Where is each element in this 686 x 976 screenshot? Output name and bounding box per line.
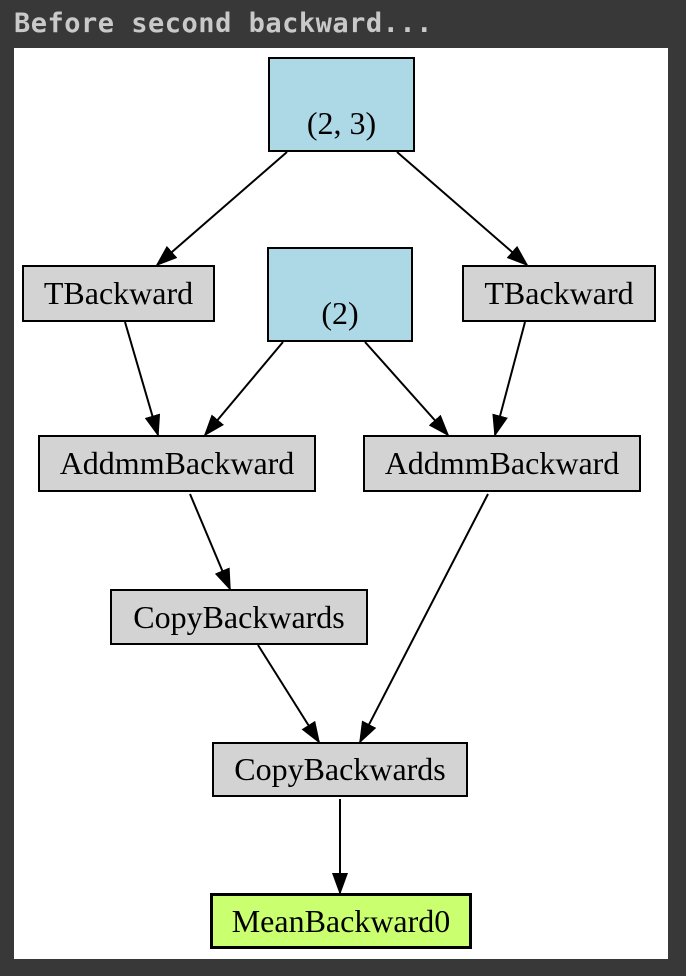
- node-copy-backwards-1: CopyBackwards: [110, 589, 368, 645]
- node-tbackward-right: TBackward: [462, 265, 656, 322]
- edge-addmm-right-to-copy-2: [359, 493, 489, 744]
- edge-tensor-2-3-to-tbackward-left: [155, 151, 288, 267]
- node-tensor-2: (2): [267, 247, 413, 342]
- node-addmm-backward-left: AddmmBackward: [38, 435, 316, 492]
- node-mean-backward-0: MeanBackward0: [210, 893, 472, 949]
- edge-addmm-left-to-copy-1: [189, 493, 231, 591]
- edge-tbackward-right-to-addmm-right: [492, 321, 526, 437]
- edge-tensor-2-to-addmm-right: [364, 341, 450, 437]
- edge-tensor-2-3-to-tbackward-right: [396, 151, 529, 267]
- node-tbackward-left: TBackward: [22, 265, 215, 322]
- graph-canvas: (2, 3) TBackward (2) TBackward AddmmBack…: [14, 48, 668, 959]
- edge-copy-1-to-copy-2: [257, 644, 321, 744]
- edge-layer: [124, 151, 529, 895]
- node-tensor-2-3: (2, 3): [268, 57, 415, 152]
- edge-tbackward-left-to-addmm-left: [124, 321, 161, 437]
- window-title: Before second backward...: [14, 8, 433, 39]
- node-addmm-backward-right: AddmmBackward: [363, 435, 641, 492]
- node-copy-backwards-2: CopyBackwards: [212, 742, 468, 797]
- edge-tensor-2-to-addmm-left: [203, 341, 284, 437]
